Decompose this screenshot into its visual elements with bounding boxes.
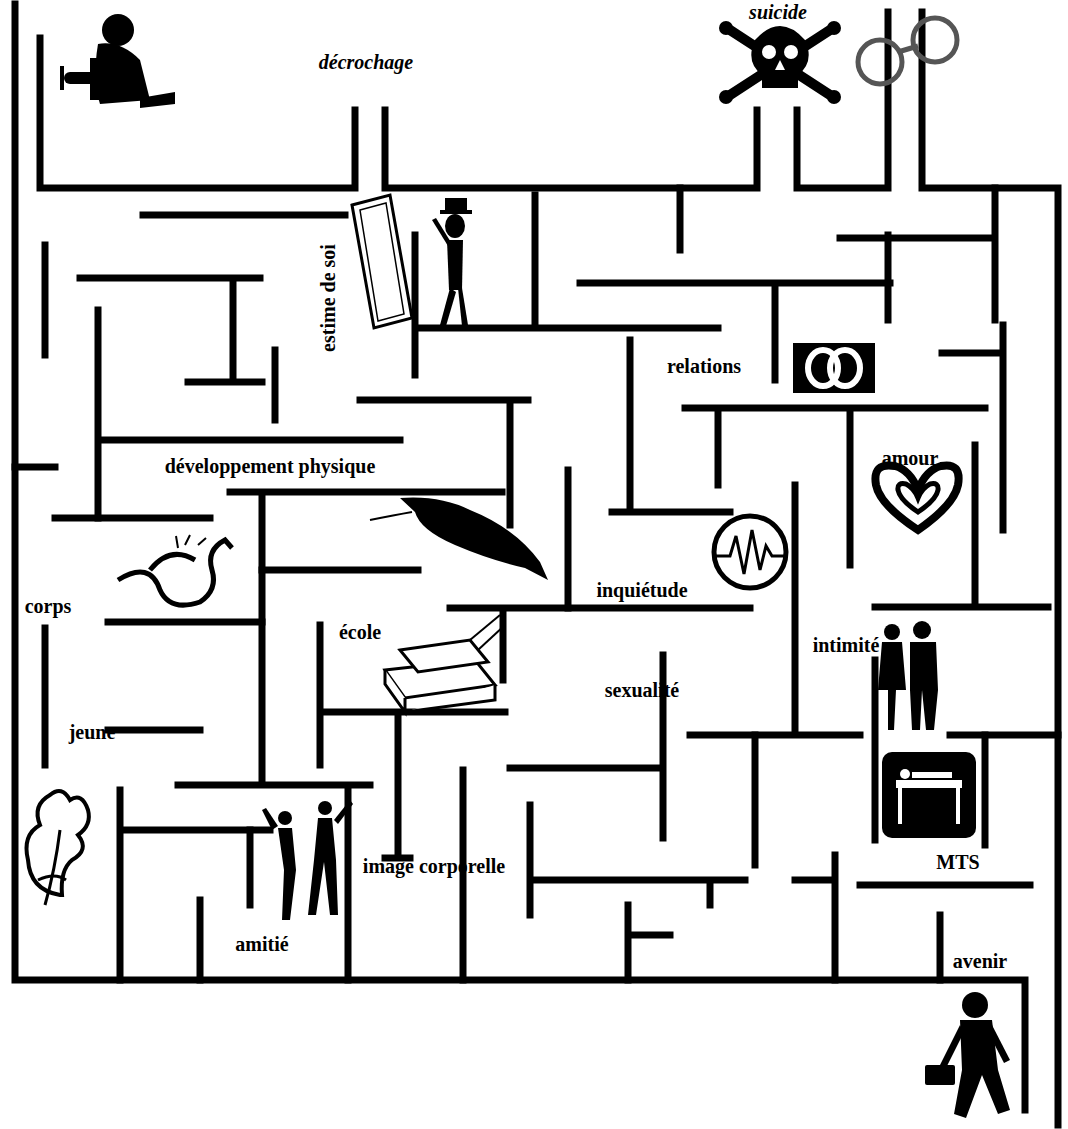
handcuffs-icon bbox=[858, 18, 957, 84]
leaf-icon bbox=[27, 791, 89, 905]
maze-label: MTS bbox=[936, 852, 979, 872]
bed-icon bbox=[882, 752, 976, 838]
maze-label: amitié bbox=[235, 934, 288, 954]
mirror-icon bbox=[352, 195, 412, 328]
maze-label: amour bbox=[882, 448, 939, 468]
maze-label: inquiétude bbox=[596, 580, 687, 600]
child-plane-icon bbox=[60, 14, 175, 108]
dancers-icon bbox=[262, 800, 353, 920]
rat-icon bbox=[370, 498, 548, 581]
skull-icon bbox=[719, 21, 841, 104]
maze-walls bbox=[15, 4, 1058, 1125]
rings-icon bbox=[793, 343, 875, 393]
maze-label: sexualité bbox=[605, 680, 679, 700]
maze-label: image corporelle bbox=[363, 856, 505, 876]
man-figure-icon bbox=[432, 198, 472, 326]
muscle-icon bbox=[118, 535, 232, 605]
maze-label: développement physique bbox=[165, 456, 376, 476]
ecg-icon bbox=[714, 516, 786, 588]
maze-label: estime de soi bbox=[318, 244, 338, 352]
maze-label: école bbox=[339, 622, 381, 642]
maze-label: décrochage bbox=[319, 52, 413, 72]
heart-icon bbox=[875, 465, 958, 530]
maze-label: jeune bbox=[69, 722, 116, 742]
maze-label: suicide bbox=[749, 2, 807, 22]
couple-icon bbox=[878, 621, 938, 730]
businessman-icon bbox=[925, 992, 1010, 1118]
maze-label: intimité bbox=[813, 635, 880, 655]
maze-label: corps bbox=[25, 596, 72, 616]
maze-label: relations bbox=[667, 356, 741, 376]
books-icon bbox=[385, 615, 505, 712]
maze-label: avenir bbox=[953, 951, 1007, 971]
